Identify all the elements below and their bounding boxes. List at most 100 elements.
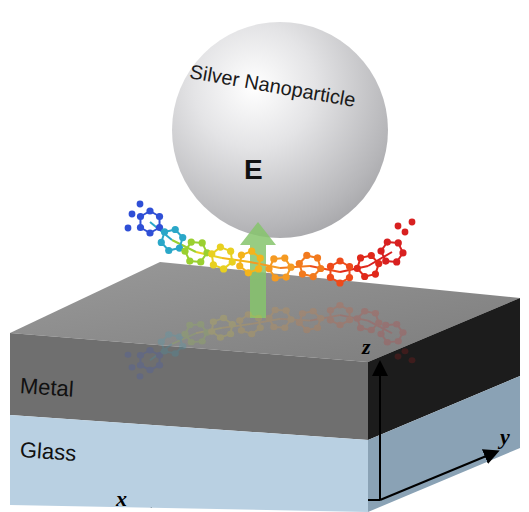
bond (250, 319, 280, 324)
atom (357, 325, 364, 331)
atom (179, 343, 186, 349)
atom (146, 367, 153, 373)
field-arrow (240, 222, 276, 318)
atom (287, 316, 294, 322)
atom (368, 252, 375, 259)
atom (146, 229, 153, 236)
atom (197, 321, 204, 327)
atom (361, 273, 368, 280)
atom (382, 322, 389, 328)
nanoparticle-sphere: Silver NanoparticleE (172, 22, 388, 238)
atom (327, 263, 334, 270)
atom (336, 302, 343, 308)
atom (137, 373, 144, 379)
atom (125, 352, 132, 358)
atom (156, 362, 163, 368)
atom (402, 348, 409, 354)
atom (336, 279, 343, 286)
atom (257, 254, 264, 261)
atom (181, 248, 188, 255)
atom (336, 257, 343, 264)
atom (317, 265, 324, 272)
atom (161, 228, 168, 235)
atom (296, 320, 303, 326)
atom (220, 265, 227, 272)
bond (310, 315, 340, 320)
atom (179, 234, 186, 241)
atom (245, 269, 252, 276)
atom (377, 331, 384, 337)
atom (217, 334, 224, 340)
atom (283, 274, 290, 281)
atom (272, 307, 279, 313)
atom (172, 350, 179, 356)
atom (210, 318, 217, 324)
atom (186, 257, 193, 264)
atom (382, 257, 389, 264)
atom (346, 307, 353, 313)
atom (327, 317, 334, 323)
atom (238, 327, 245, 333)
atom (217, 244, 224, 251)
bond (250, 262, 280, 268)
atom (208, 328, 215, 334)
atom (137, 224, 144, 231)
atom (395, 338, 402, 344)
atom (158, 339, 165, 345)
atom (229, 321, 236, 327)
atom (186, 322, 193, 328)
atom (354, 265, 361, 272)
atom (372, 271, 379, 278)
atom (220, 315, 227, 321)
atom (248, 331, 255, 337)
atom (281, 324, 288, 330)
atom (346, 263, 353, 270)
atom (409, 219, 416, 226)
bond (222, 258, 250, 262)
axis-label: y (500, 424, 510, 450)
atom (314, 254, 321, 261)
band-fill (10, 415, 368, 512)
atom (197, 258, 204, 265)
atom (395, 354, 402, 360)
atom (327, 274, 334, 281)
atom (165, 247, 172, 254)
atom (336, 322, 343, 328)
atom (399, 249, 406, 256)
atom (303, 252, 310, 259)
layer-label: Glass (19, 437, 77, 467)
atom (236, 317, 243, 323)
atom (409, 357, 416, 363)
atom (283, 307, 290, 313)
atom (399, 329, 406, 335)
atom (229, 258, 236, 265)
atom (270, 324, 277, 330)
atom (146, 347, 153, 353)
atom (265, 265, 272, 272)
atom (161, 348, 168, 354)
atom (327, 307, 334, 313)
atom (208, 250, 215, 257)
atom (156, 213, 163, 220)
atom (384, 238, 391, 245)
atom (375, 260, 382, 267)
atom (384, 339, 391, 345)
atom (255, 265, 262, 272)
atom (303, 327, 310, 333)
y-axis (380, 452, 496, 500)
atom (125, 225, 132, 232)
atom (188, 339, 195, 345)
atom (227, 331, 234, 337)
atom (272, 274, 279, 281)
atom (314, 325, 321, 331)
atom (236, 262, 243, 269)
atom (137, 362, 144, 368)
atom (137, 201, 144, 208)
field-label: E (244, 154, 263, 186)
atom (158, 239, 165, 246)
atom (402, 229, 409, 236)
atom (299, 310, 306, 316)
atom (393, 258, 400, 265)
atom (368, 327, 375, 333)
